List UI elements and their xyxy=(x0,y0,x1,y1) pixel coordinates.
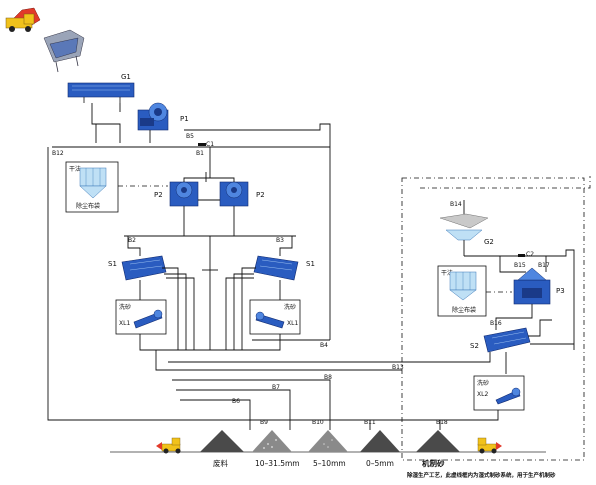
label-b3: B3 xyxy=(276,237,284,244)
label-p1: P1 xyxy=(180,115,189,123)
grizzly-feeder-g1 xyxy=(67,82,135,103)
xl2-title: 洗砂 xyxy=(477,379,489,387)
label-c1: C1 xyxy=(206,141,214,148)
label-s1-left: S1 xyxy=(108,260,117,268)
pile-label-sand: 机制砂 xyxy=(422,458,445,468)
loader-icon xyxy=(477,437,502,454)
label-b15: B15 xyxy=(514,262,526,269)
wet-sand-system-frame xyxy=(401,177,585,461)
label-xl1-right: XL1 xyxy=(287,320,298,327)
impact-crusher-icon xyxy=(219,181,249,207)
xl1-right-title: 洗砂 xyxy=(284,303,296,311)
pile-label-10-31: 10–31.5mm xyxy=(255,459,300,468)
label-b13: B13 xyxy=(392,364,404,371)
dust-box-left-bottom-label: 除尘布袋 xyxy=(76,202,100,210)
loader-icon xyxy=(156,437,181,454)
dust-box-right-bottom-label: 除尘布袋 xyxy=(452,306,476,314)
footnote: 除湿生产工艺，此虚线框内为湿式制砂系统，用于生产机制砂 xyxy=(407,471,556,479)
dust-box-right-top-label: 干法 xyxy=(441,269,453,277)
label-s2: S2 xyxy=(470,342,479,350)
label-b14: B14 xyxy=(450,201,462,208)
label-p2-right: P2 xyxy=(256,191,265,199)
label-b2: B2 xyxy=(128,237,136,244)
label-p3: P3 xyxy=(556,287,565,295)
label-b4: B4 xyxy=(320,342,328,349)
sand-washer-icon xyxy=(133,309,163,329)
bin-icon xyxy=(439,213,489,241)
dust-collector-icon xyxy=(79,167,107,199)
stockpile-0-5 xyxy=(360,430,400,452)
dust-box-left-top-label: 干法 xyxy=(69,165,81,173)
vibrating-screen-icon xyxy=(483,327,531,353)
label-g2: G2 xyxy=(484,238,494,246)
sand-washer-icon xyxy=(255,311,285,329)
label-b5: B5 xyxy=(186,133,194,140)
stockpile-waste xyxy=(200,430,244,452)
label-b18: B18 xyxy=(436,419,448,426)
stockpile-5-10 xyxy=(308,430,348,452)
label-p2-left: P2 xyxy=(154,191,163,199)
label-b1: B1 xyxy=(196,150,204,157)
label-b7: B7 xyxy=(272,384,280,391)
vibrating-screen-icon xyxy=(121,255,167,281)
vibrating-feeder-icon xyxy=(43,29,85,73)
label-b12: B12 xyxy=(52,150,64,157)
sand-maker-icon xyxy=(513,267,551,305)
label-b8: B8 xyxy=(324,374,332,381)
impact-crusher-icon xyxy=(169,181,199,207)
label-b17: B17 xyxy=(538,262,550,269)
pile-label-5-10: 5–10mm xyxy=(313,459,346,468)
label-b11: B11 xyxy=(364,419,376,426)
c1-valve-icon xyxy=(198,143,206,146)
label-b6: B6 xyxy=(232,398,240,405)
label-b10: B10 xyxy=(312,419,324,426)
label-c2: C2 xyxy=(526,251,534,258)
vibrating-screen-icon xyxy=(253,255,299,281)
label-xl2: XL2 xyxy=(477,391,488,398)
label-xl1-left: XL1 xyxy=(119,320,130,327)
sand-washer-icon xyxy=(495,387,521,405)
stockpile-sand xyxy=(416,430,460,452)
label-s1-right: S1 xyxy=(306,260,315,268)
dust-collector-icon xyxy=(449,271,477,301)
xl1-left-title: 洗砂 xyxy=(119,303,131,311)
jaw-crusher-icon xyxy=(137,102,169,131)
c2-valve-icon xyxy=(518,254,525,257)
pile-label-0-5: 0–5mm xyxy=(366,459,394,468)
pile-label-waste: 废料 xyxy=(213,458,228,468)
stockpile-10-31 xyxy=(252,430,292,452)
dump-truck-icon xyxy=(5,7,41,32)
label-b9: B9 xyxy=(260,419,268,426)
label-g1: G1 xyxy=(121,73,131,81)
